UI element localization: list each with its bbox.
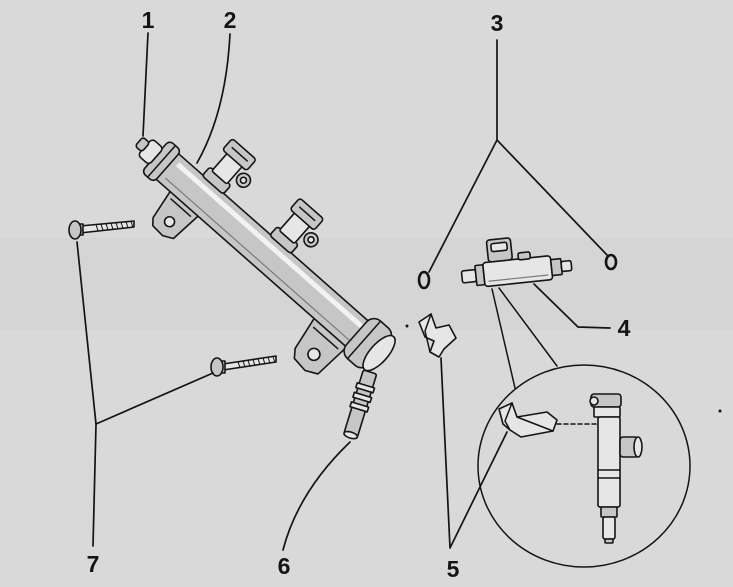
- seated-injector-2: [270, 198, 324, 254]
- fuel-inlet-fitting: [343, 369, 377, 440]
- leader-line-5: [440, 357, 508, 549]
- o-ring-upper: [604, 253, 618, 271]
- callout-label-4: 4: [618, 315, 631, 341]
- fuel-rail: [135, 137, 396, 375]
- detail-fuel-injector: [589, 393, 643, 544]
- seated-injector-1: [202, 138, 256, 194]
- o-ring-lower: [417, 270, 431, 290]
- leader-line-3: [428, 39, 608, 273]
- callout-label-2: 2: [224, 7, 237, 33]
- magnifier-line: [491, 288, 516, 389]
- mounting-bolt-lower: [210, 355, 277, 377]
- magnifier-line: [498, 287, 558, 367]
- callout-label-3: 3: [491, 10, 504, 36]
- fuel-injector: [460, 237, 573, 288]
- leader-line-4: [533, 283, 611, 329]
- detail-circle: [477, 364, 691, 568]
- rail-tube-highlight: [175, 162, 364, 329]
- scan-speck: [405, 324, 409, 328]
- scan-bleed-band: [0, 238, 733, 330]
- mounting-bolt-upper: [68, 220, 135, 240]
- callout-label-5: 5: [447, 556, 460, 582]
- leader-line-2: [196, 33, 231, 164]
- mounting-bracket-upper: [151, 188, 202, 240]
- callout-label-7: 7: [87, 551, 100, 577]
- rail-right-end-cap-edge: [347, 321, 381, 359]
- callout-label-6: 6: [278, 553, 291, 579]
- detail-retaining-clip: [498, 402, 558, 438]
- rail-left-collar-edge: [147, 145, 176, 178]
- callout-label-1: 1: [142, 7, 155, 33]
- leader-line-7: [76, 241, 214, 547]
- leader-line-1: [142, 32, 149, 137]
- scan-speck: [718, 409, 722, 413]
- leader-line-6: [282, 441, 351, 551]
- rail-tube-shade: [164, 177, 351, 342]
- retaining-clip: [418, 313, 457, 358]
- rail-end-plug-nub: [135, 137, 150, 152]
